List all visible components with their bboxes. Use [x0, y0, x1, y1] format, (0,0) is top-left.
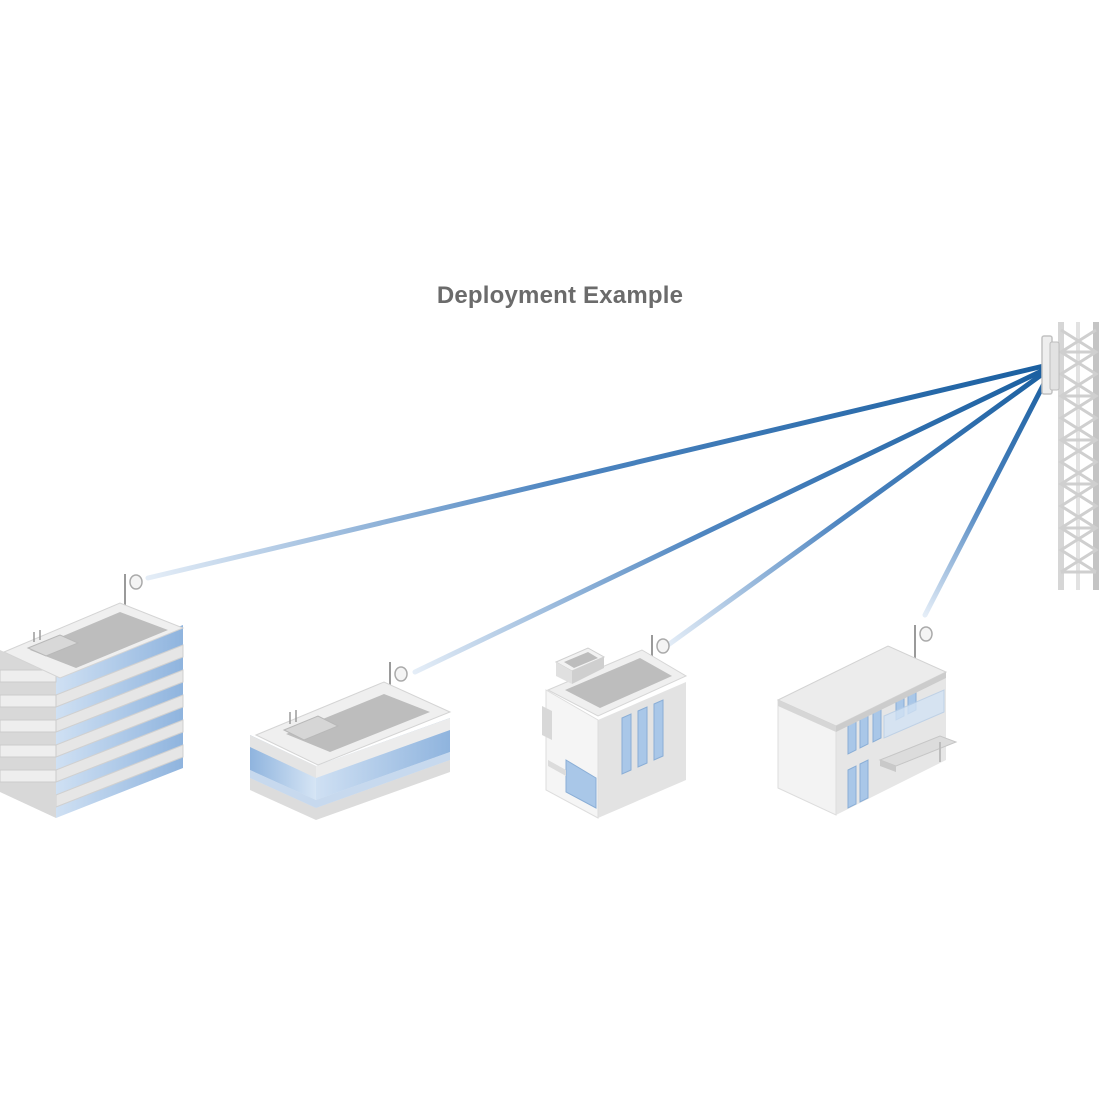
link-tower-to-office-tower — [145, 362, 1051, 581]
link-tower-to-residence — [922, 369, 1053, 618]
wireless-links — [145, 362, 1053, 675]
cpe-dish-icon — [129, 574, 143, 590]
base-station-tower-icon — [1041, 322, 1099, 590]
townhouse-building-icon — [542, 635, 688, 819]
cpe-dish-icon — [394, 666, 408, 682]
residence-building-icon — [776, 625, 958, 816]
diagram-title: Deployment Example — [436, 282, 684, 309]
link-tower-to-low-office — [412, 365, 1051, 675]
office-tower-building-icon — [0, 574, 185, 818]
low-office-building-icon — [250, 662, 452, 820]
cpe-dish-icon — [919, 626, 933, 642]
cpe-dish-icon — [656, 638, 670, 654]
link-tower-to-townhouse — [665, 367, 1051, 648]
